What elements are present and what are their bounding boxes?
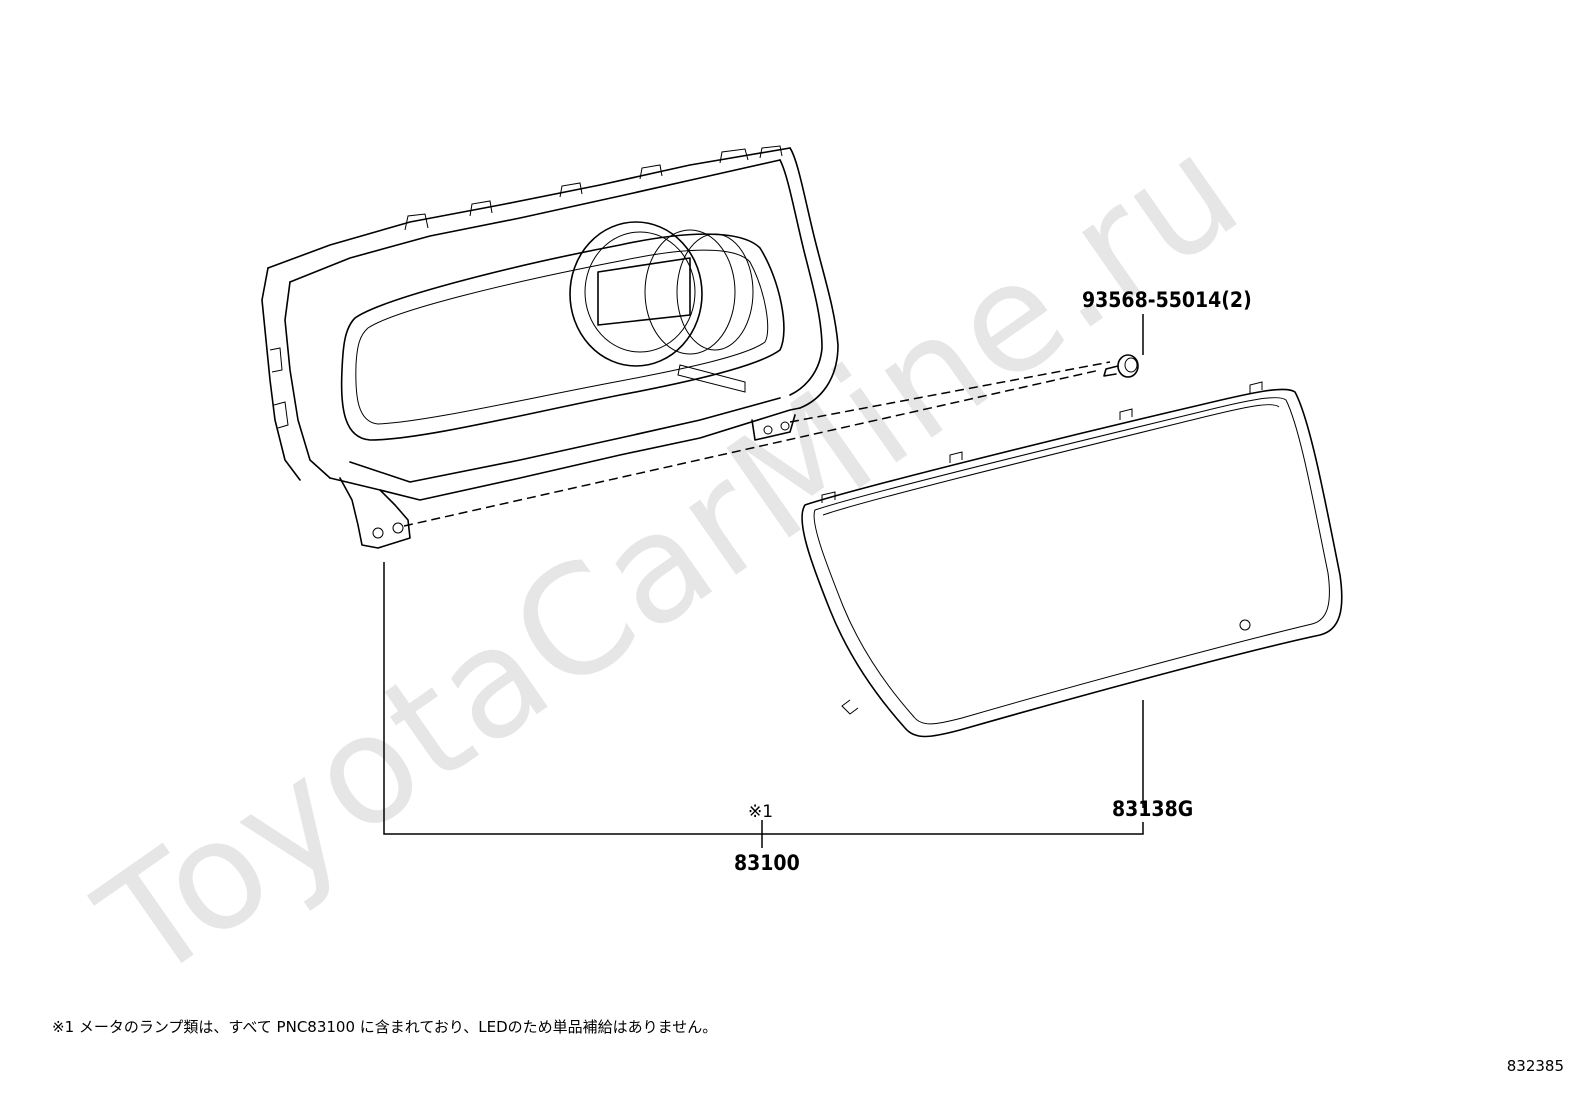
illustration-number: 832385 bbox=[1506, 1057, 1564, 1075]
watermark: ToyotaCarMine.ru bbox=[70, 102, 1270, 1015]
footnote: ※1 メータのランプ類は、すべて PNC83100 に含まれており、LEDのため… bbox=[52, 1018, 718, 1036]
part-label-meter: 83100 bbox=[734, 851, 800, 875]
attachment-lines bbox=[403, 361, 1111, 527]
clip-screw-drawing bbox=[1103, 354, 1139, 378]
part-label-lens: 83138G bbox=[1112, 797, 1193, 821]
reference-mark: ※1 bbox=[748, 802, 773, 822]
part-label-screw: 93568-55014(2) bbox=[1082, 288, 1252, 312]
combination-meter-drawing bbox=[261, 145, 839, 549]
meter-lens-drawing bbox=[801, 381, 1343, 738]
leader-lines bbox=[383, 314, 1144, 848]
